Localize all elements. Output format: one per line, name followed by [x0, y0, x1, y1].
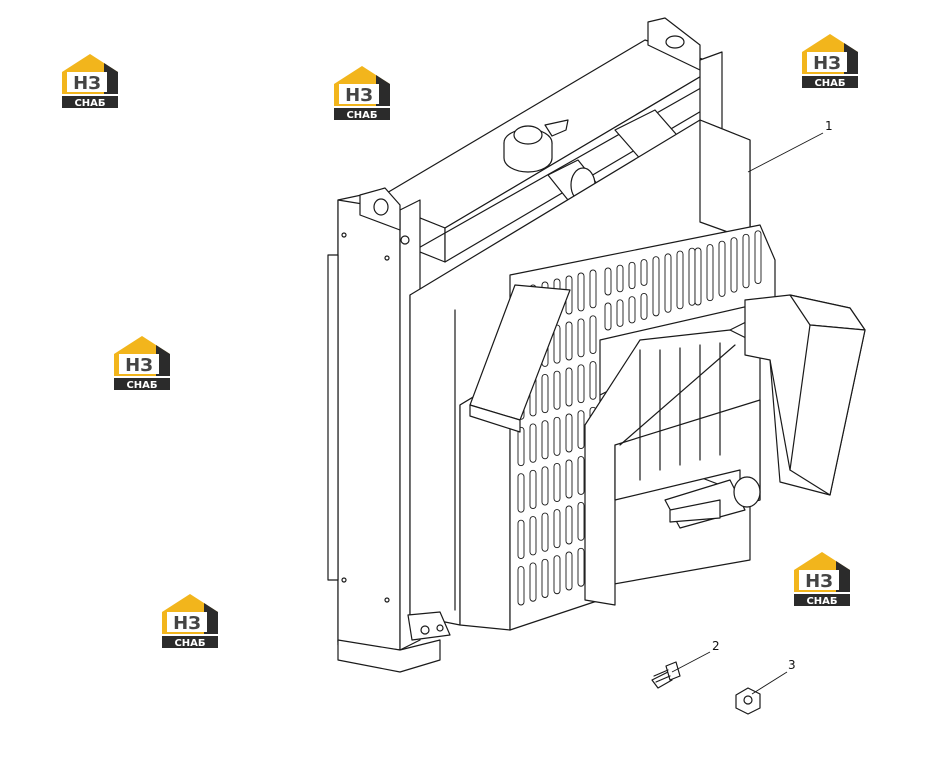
grille-slot [529, 516, 537, 556]
svg-text:СНАБ: СНАБ [806, 596, 837, 607]
grille-slot [742, 233, 750, 289]
grille-slot [565, 367, 573, 407]
grille-slot [553, 416, 561, 456]
svg-text:СНАБ: СНАБ [174, 638, 205, 649]
grille-slot [652, 256, 660, 317]
grille-slot [565, 551, 573, 591]
grille-slot [640, 259, 648, 286]
svg-text:НЗ: НЗ [805, 571, 833, 592]
grille-slot [553, 370, 561, 410]
grille-slot [517, 566, 525, 606]
grille-slot [517, 519, 525, 560]
grille-slot [688, 247, 696, 306]
grille-slot [640, 293, 648, 320]
callout-2: 2 [712, 639, 720, 653]
grille-slot [577, 502, 585, 541]
grille-slot [541, 373, 549, 414]
leader-line-1 [747, 132, 824, 173]
grille-slot [565, 459, 573, 499]
grille-slot [604, 302, 612, 331]
grille-slot [577, 272, 585, 312]
grille-slot [676, 250, 684, 310]
callout-3: 3 [788, 658, 796, 672]
filler-neck [503, 119, 569, 173]
grille-slot [577, 547, 585, 587]
svg-text:НЗ: НЗ [345, 85, 373, 106]
grille-slot [694, 247, 702, 306]
svg-text:СНАБ: СНАБ [126, 380, 157, 391]
grille-slot [628, 296, 636, 324]
grille-slot [664, 253, 672, 313]
grille-slot [706, 244, 714, 302]
grille-slot [577, 318, 585, 358]
grille-slot [730, 237, 738, 293]
watermark-logo: НЗ СНАБ [790, 548, 854, 610]
nut-part-3 [735, 687, 761, 715]
svg-text:НЗ: НЗ [125, 355, 153, 376]
grille-slot [541, 512, 549, 552]
grille-slot [589, 315, 597, 355]
grille-slot [616, 299, 624, 327]
left-deflector [469, 284, 571, 433]
grille-slot [616, 264, 624, 293]
leader-line-3 [751, 671, 788, 695]
grille-slot [541, 558, 549, 598]
svg-text:СНАБ: СНАБ [74, 98, 105, 109]
grille-slot [517, 426, 525, 467]
svg-text:СНАБ: СНАБ [814, 78, 845, 89]
grille-slot [541, 466, 549, 506]
callout-1: 1 [825, 119, 833, 133]
svg-text:СНАБ: СНАБ [346, 110, 377, 121]
grille-slot [529, 562, 537, 602]
grille-slot [577, 410, 585, 450]
grille-slot [589, 269, 597, 309]
grille-slot [718, 240, 726, 297]
svg-text:НЗ: НЗ [73, 73, 101, 94]
watermark-logo: НЗ СНАБ [110, 332, 174, 394]
grille-slot [529, 423, 537, 463]
grille-slot [577, 364, 585, 404]
watermark-logo: НЗ СНАБ [158, 590, 222, 652]
grille-slot [628, 261, 636, 290]
grille-slot [553, 462, 561, 502]
right-air-scoop [744, 294, 866, 496]
watermark-logo: НЗ СНАБ [798, 30, 862, 92]
grille-slot [565, 413, 573, 453]
grille-slot [553, 555, 561, 595]
leader-line-2 [671, 651, 711, 673]
grille-slot [604, 267, 612, 296]
grille-slot [577, 456, 585, 495]
grille-slot [565, 321, 573, 361]
svg-text:НЗ: НЗ [813, 53, 841, 74]
watermark-logo: НЗ СНАБ [330, 62, 394, 124]
grille-slot [541, 420, 549, 460]
bolt-part-2 [651, 661, 681, 689]
grille-slot [517, 473, 525, 513]
lifting-lug-left [359, 187, 401, 231]
grille-slot [565, 505, 573, 545]
watermark-logo: НЗ СНАБ [58, 50, 122, 112]
grille-slot [529, 469, 537, 510]
lower-outlet-pipe [664, 476, 761, 529]
grille-slot [553, 509, 561, 549]
drain-tap [407, 611, 451, 641]
grille-slot [589, 361, 597, 400]
grille-slot [754, 230, 762, 285]
svg-text:НЗ: НЗ [173, 613, 201, 634]
